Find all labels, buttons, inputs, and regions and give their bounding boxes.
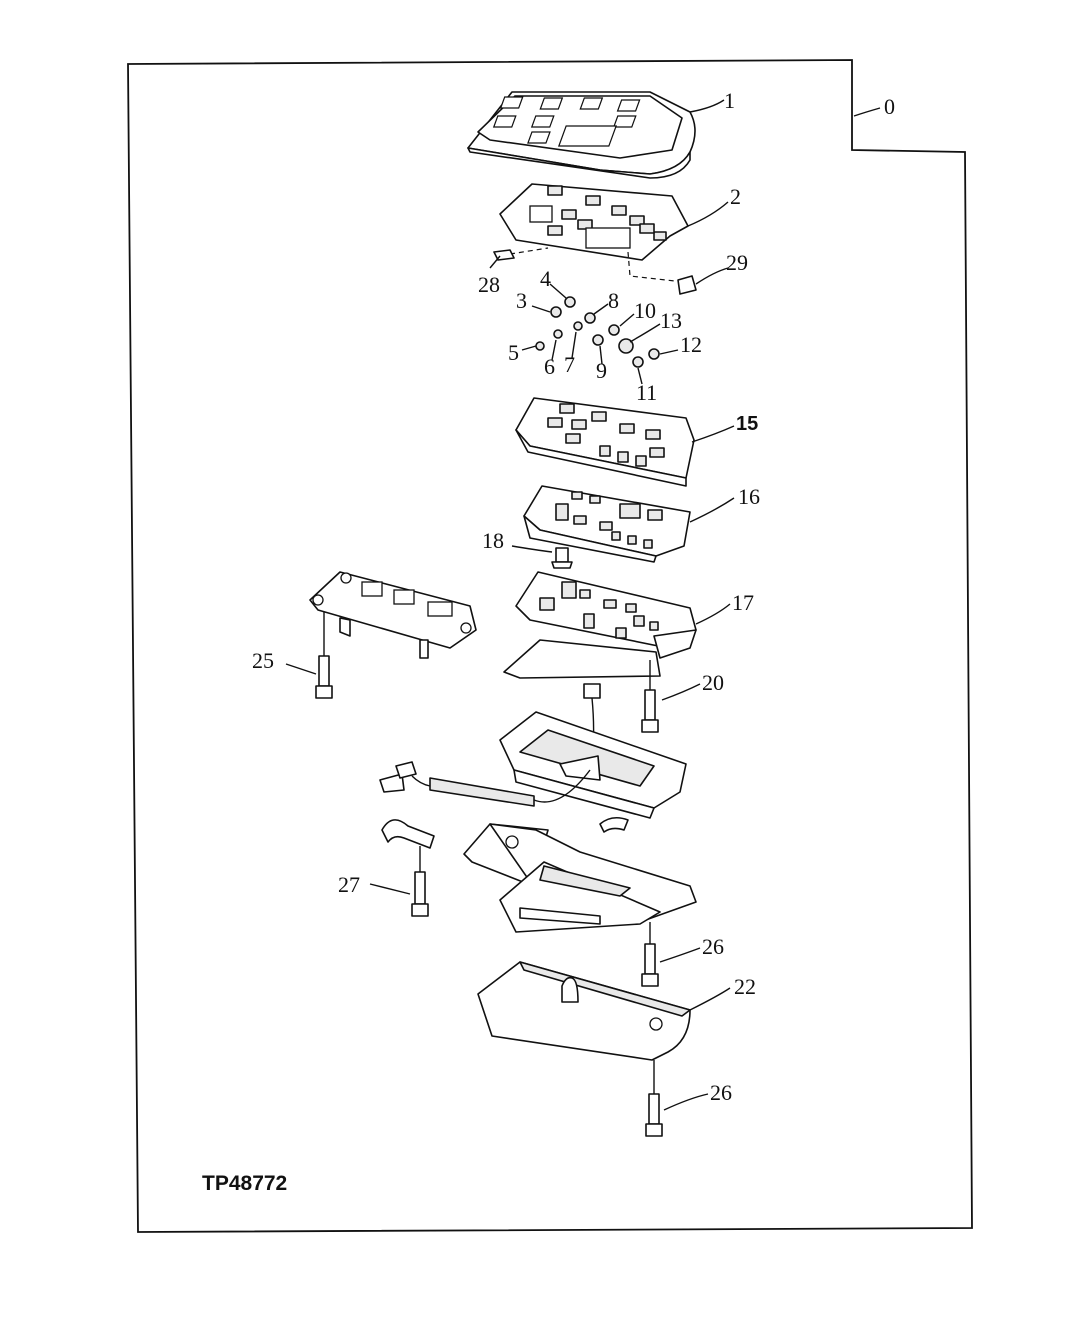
part-20-bolt	[641, 660, 659, 733]
callout-13: 13	[660, 308, 682, 333]
part-27-clamp	[381, 819, 435, 917]
figure-id: TP48772	[202, 1172, 287, 1195]
part-22-base-cover	[477, 961, 691, 1061]
callout-16: 16	[738, 484, 760, 509]
part-29-block	[677, 275, 697, 295]
callout-26-upper: 26	[702, 934, 724, 959]
callout-29: 29	[726, 250, 748, 275]
callout-2: 2	[730, 184, 741, 209]
callout-4: 4	[540, 266, 551, 291]
callout-11: 11	[636, 380, 657, 405]
callout-26-lower: 26	[710, 1080, 732, 1105]
callout-7: 7	[564, 352, 575, 377]
part-28-block	[493, 249, 515, 261]
callout-1: 1	[724, 88, 735, 113]
callout-10: 10	[634, 298, 656, 323]
part-25-bolt	[315, 612, 333, 699]
wire-harness	[379, 761, 591, 807]
part-26-bolt-lower	[645, 1060, 663, 1137]
part-17-main-board	[503, 571, 697, 679]
callout-8: 8	[608, 288, 619, 313]
callout-9: 9	[596, 358, 607, 383]
callout-20: 20	[702, 670, 724, 695]
housing-tray	[499, 711, 687, 819]
part-15-circuit-board	[515, 397, 695, 487]
callout-5: 5	[508, 340, 519, 365]
part-26-bolt-upper	[641, 922, 659, 987]
callout-3: 3	[516, 288, 527, 313]
callout-17: 17	[732, 590, 754, 615]
callout-6: 6	[544, 354, 555, 379]
part-16-display-board	[523, 485, 691, 563]
small-clip	[599, 816, 629, 833]
part-2-keypad-membrane	[499, 183, 689, 261]
leader-lines	[285, 99, 881, 1111]
callout-22: 22	[734, 974, 756, 999]
console-bracket	[463, 823, 697, 933]
callout-25: 25	[252, 648, 274, 673]
callout-28: 28	[478, 272, 500, 297]
callout-15: 15	[736, 413, 758, 435]
callout-labels: 0 1 2 29 28 4 3 8 10 13 12 5 6 7 9 11 15…	[252, 88, 895, 1105]
callout-12: 12	[680, 332, 702, 357]
callout-27: 27	[338, 872, 360, 897]
part-1-keypad-cover	[467, 91, 696, 179]
diagram-frame	[127, 59, 973, 1233]
part-18-knob	[551, 547, 573, 569]
part-25-side-board	[309, 571, 477, 659]
callout-18: 18	[482, 528, 504, 553]
callout-0: 0	[884, 94, 895, 119]
small-parts-cluster	[535, 296, 660, 368]
